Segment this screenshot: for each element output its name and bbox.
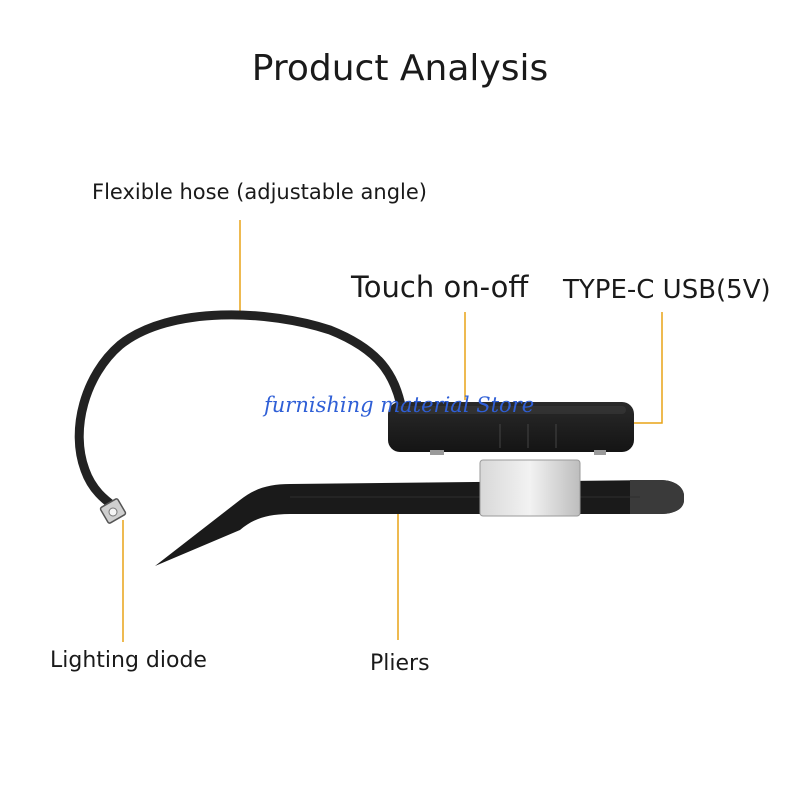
- label-type-c-usb: TYPE-C USB(5V): [563, 275, 771, 305]
- lighting-diode-tip: [99, 498, 127, 524]
- store-watermark: furnishing material Store: [264, 393, 535, 417]
- leader-lines: [122, 220, 663, 642]
- leader-usb: [632, 312, 663, 424]
- label-touch-on-off: Touch on-off: [351, 270, 529, 304]
- pliers: [155, 480, 684, 566]
- label-flexible-hose: Flexible hose (adjustable angle): [92, 180, 427, 204]
- control-box: [388, 402, 634, 455]
- flexible-hose: [74, 310, 407, 513]
- page-title: Product Analysis: [251, 48, 549, 89]
- label-pliers: Pliers: [370, 651, 430, 676]
- label-lighting-diode: Lighting diode: [50, 648, 207, 673]
- mount-clip: [479, 459, 581, 517]
